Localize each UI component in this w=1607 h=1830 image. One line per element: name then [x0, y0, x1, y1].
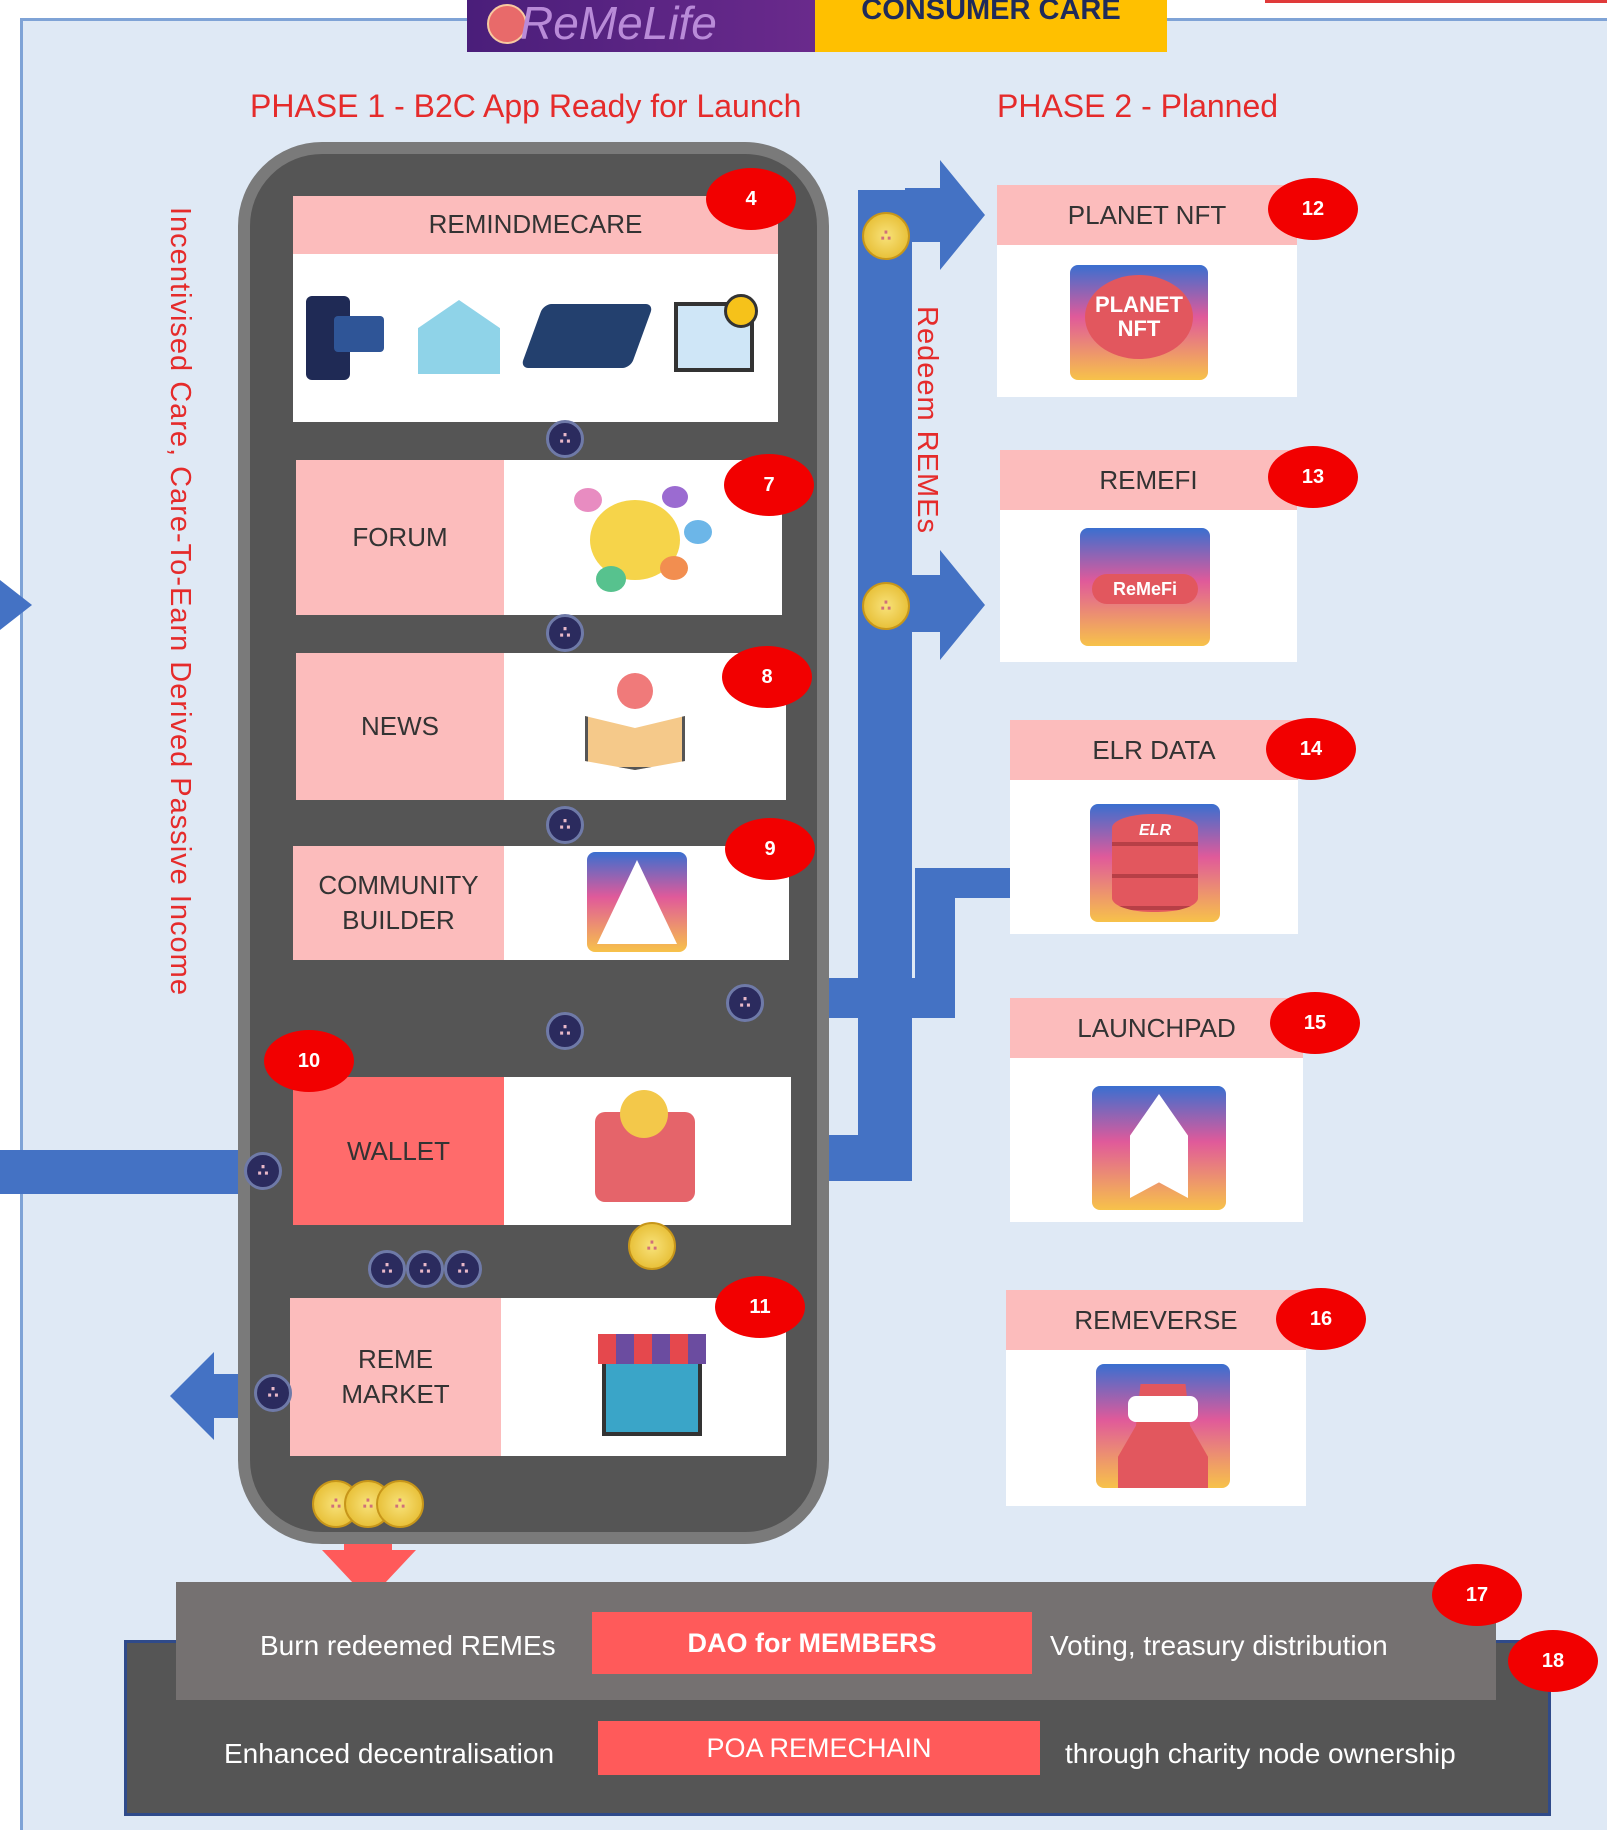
planet-nft-logo-text: PLANET NFT [1085, 275, 1193, 359]
gold-reme-coin-icon: ∴ [628, 1222, 676, 1270]
launchpad-label: LAUNCHPAD [1010, 998, 1303, 1058]
reader-head-icon [617, 673, 653, 709]
reme-coin-icon: ∴ [444, 1250, 482, 1288]
reme-coin-icon: ∴ [546, 420, 584, 458]
speech-bubble-icon [596, 566, 626, 592]
book-icon [520, 304, 654, 368]
planet-nft-logo-line1: PLANET [1095, 291, 1183, 317]
redeem-arrow-2 [905, 550, 985, 660]
shop-awning-icon [598, 1334, 706, 1364]
badge-4: 4 [706, 168, 796, 230]
reme-coin-icon: ∴ [546, 1012, 584, 1050]
gold-reme-coin-icon: ∴ [862, 212, 910, 260]
community-label-line1: COMMUNITY [318, 869, 479, 900]
market-left-head [170, 1352, 214, 1440]
badge-16: 16 [1276, 1288, 1366, 1350]
reme-coin-icon: ∴ [546, 806, 584, 844]
news-label: NEWS [296, 653, 504, 800]
redeem-remes-text: Redeem REMEs [911, 306, 943, 534]
left-edge-arrow [0, 580, 32, 630]
speech-bubble-icon [662, 486, 688, 508]
forum-label: FORUM [296, 460, 504, 615]
phase2-heading: PHASE 2 - Planned [997, 88, 1279, 124]
badge-8: 8 [722, 646, 812, 708]
badge-17: 17 [1432, 1564, 1522, 1626]
upload-icon [724, 294, 758, 328]
community-label: COMMUNITY BUILDER [293, 846, 504, 960]
tablet-chat-icon [334, 316, 384, 352]
dao-left-text: Burn redeemed REMEs [260, 1630, 556, 1661]
dao-right-text: Voting, treasury distribution [1050, 1630, 1388, 1661]
elr-logo-text: ELR [1139, 822, 1171, 839]
elr-data-label: ELR DATA [1010, 720, 1298, 780]
remefi-label: REMEFI [1000, 450, 1297, 510]
database-icon [1112, 814, 1198, 912]
badge-9: 9 [725, 818, 815, 880]
poa-left-text: Enhanced decentralisation [224, 1738, 555, 1769]
badge-10: 10 [264, 1030, 354, 1092]
badge-7: 7 [724, 454, 814, 516]
gold-reme-coin-icon: ∴ [862, 582, 910, 630]
planet-nft-label: PLANET NFT [997, 185, 1297, 245]
income-arrow-shaft [0, 1150, 270, 1194]
reme-coin-icon: ∴ [406, 1250, 444, 1288]
remefi-logo-text: ReMeFi [1092, 574, 1198, 604]
reme-coin-icon: ∴ [546, 614, 584, 652]
badge-15: 15 [1270, 992, 1360, 1054]
market-label: REME MARKET [290, 1298, 501, 1456]
banner-box [815, 0, 1167, 52]
speech-bubble-icon [660, 556, 688, 580]
wallet-coin-icon [620, 1090, 668, 1138]
reme-coin-icon: ∴ [368, 1250, 406, 1288]
community-label-line2: BUILDER [342, 905, 455, 935]
badge-11: 11 [715, 1276, 805, 1338]
redeem-bar [858, 190, 912, 1180]
gold-reme-coin-icon: ∴ [376, 1480, 424, 1528]
badge-12: 12 [1268, 178, 1358, 240]
phase1-heading: PHASE 1 - B2C App Ready for Launch [250, 88, 802, 124]
poa-remechain: POA REMECHAIN [598, 1721, 1040, 1775]
vr-headset-icon [1128, 1396, 1198, 1422]
reme-coin-icon: ∴ [244, 1152, 282, 1190]
speech-bubble-icon [574, 488, 602, 512]
badge-14: 14 [1266, 718, 1356, 780]
speech-bubble-icon [684, 520, 712, 544]
wallet-label: WALLET [293, 1077, 504, 1225]
dao-for-members: DAO for MEMBERS [592, 1612, 1032, 1674]
redeem-arrow-1 [905, 160, 985, 270]
top-right-line [1265, 0, 1607, 3]
burn-arrow-head [322, 1550, 416, 1600]
remindmecare-label: REMINDMECARE [293, 196, 778, 254]
poa-right-text: through charity node ownership [1065, 1738, 1456, 1769]
market-label-line1: REME [357, 1343, 434, 1374]
remelife-logo-icon [487, 4, 527, 44]
logo-text: ReMeLife [520, 0, 717, 49]
consumer-care-banner: CONSUMER CARE [861, 0, 1121, 26]
reme-coin-icon: ∴ [254, 1374, 292, 1412]
badge-18: 18 [1508, 1630, 1598, 1692]
remeverse-label: REMEVERSE [1006, 1290, 1306, 1350]
planet-nft-logo-line2: NFT [1117, 316, 1161, 341]
market-label-line2: MARKET [341, 1379, 450, 1409]
reme-coin-icon: ∴ [726, 984, 764, 1022]
badge-13: 13 [1268, 446, 1358, 508]
